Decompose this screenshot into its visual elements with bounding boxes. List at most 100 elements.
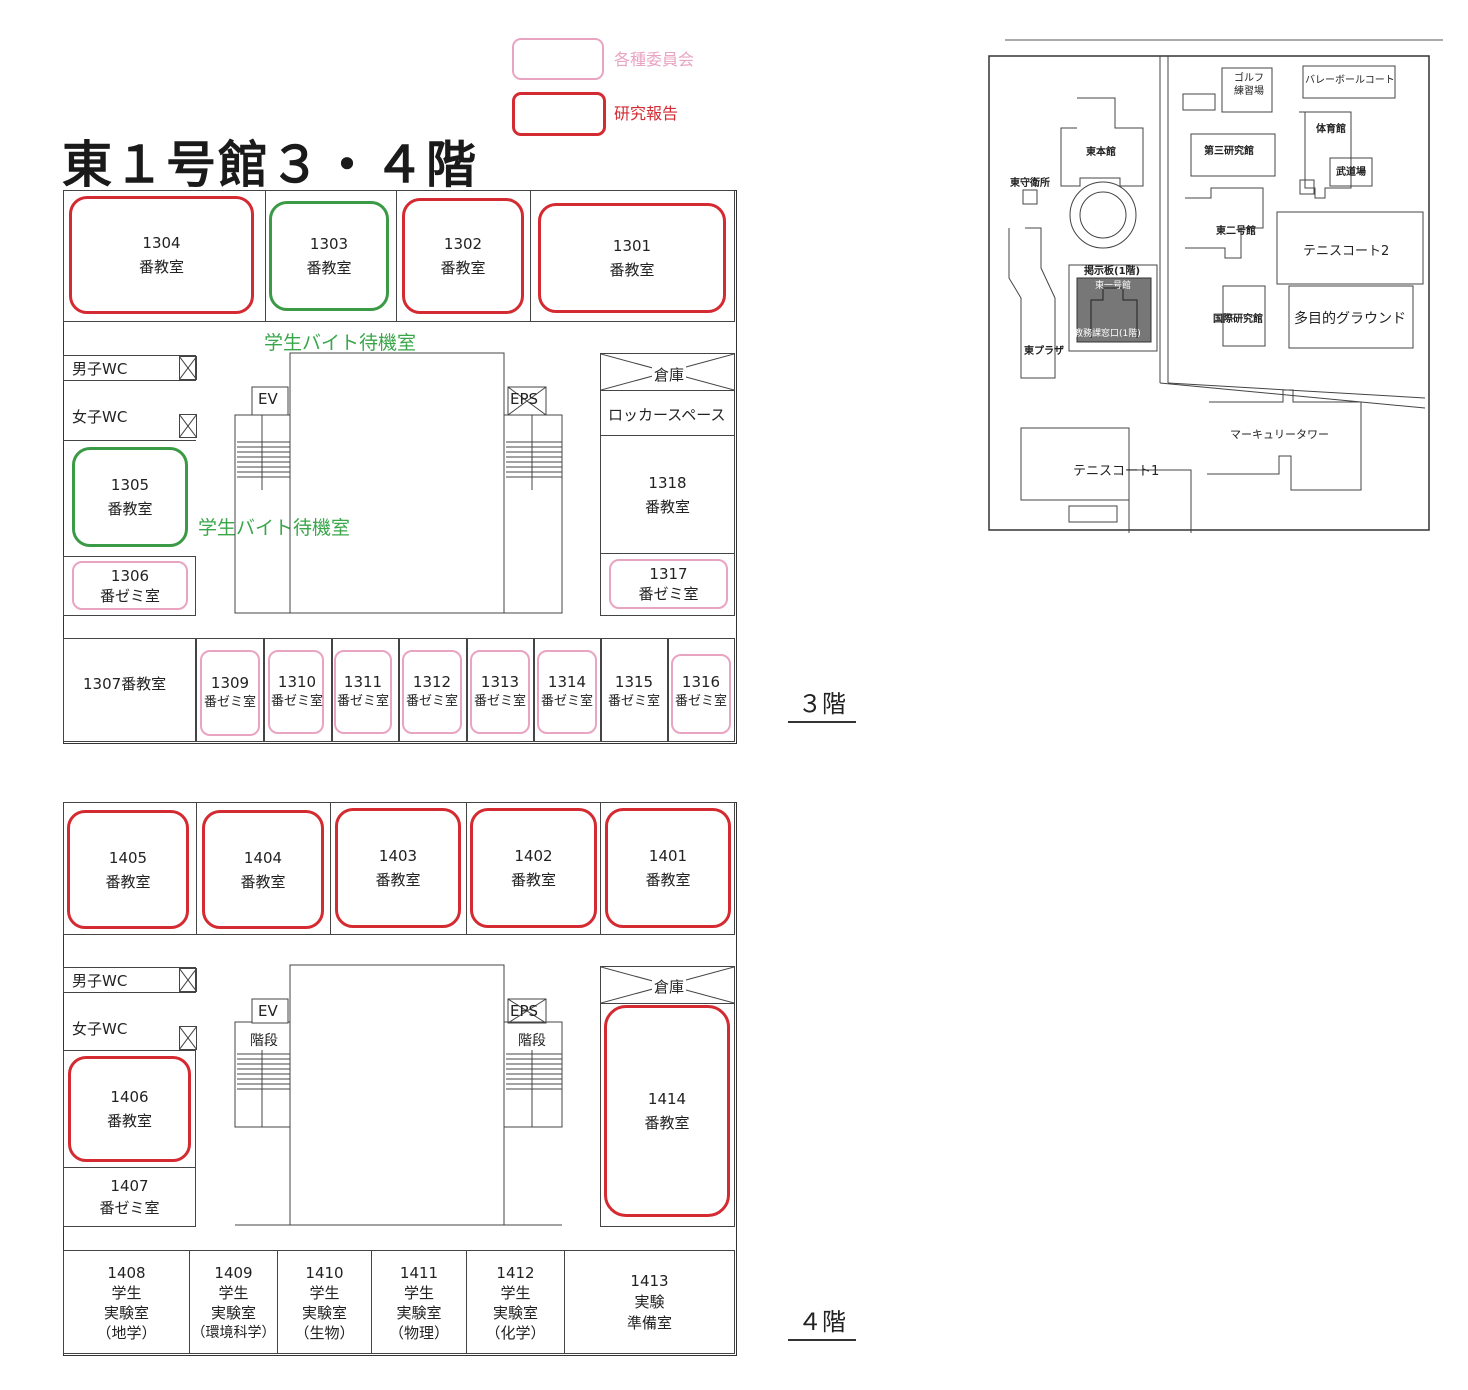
committee-highlight-1306 [72,561,188,610]
legend-research-label: 研究報告 [614,104,679,123]
map-lab3: 第三研究館 [1204,146,1254,157]
research-highlight-1403 [335,808,461,928]
stairs-left-label: 階段 [250,1030,278,1050]
cell-1414 [600,1003,735,1227]
shaft-x-icon [179,1026,197,1050]
female-wc-label: 女子WC [72,408,128,426]
map-tennis2: テニスコート2 [1303,244,1390,259]
male-wc-cell [63,355,196,381]
female-wc-label: 女子WC [72,1020,128,1038]
map-tennis1: テニスコート1 [1073,464,1160,479]
floor-3-core [234,352,563,614]
map-plaza: 東プラザ [1024,346,1064,357]
map-office: 教務課窓口(1階) [1074,329,1141,339]
wait-room-highlight-1303 [269,201,389,311]
cell-1412 [466,1250,565,1354]
floor-4-tag: ４階 [788,1302,856,1341]
cell-1307 [63,638,196,742]
research-highlight-1406 [68,1056,191,1162]
legend-committee-label: 各種委員会 [614,50,695,69]
male-wc-label: 男子WC [72,360,128,378]
shaft-x-icon [179,968,197,992]
research-highlight-1304 [69,196,254,314]
cell-1306 [63,556,196,616]
cell-1313 [467,638,534,742]
floor-4-core [234,964,563,1226]
map-mercury: マーキュリータワー [1230,428,1329,441]
committee-highlight-1310 [268,650,324,734]
elevator-label: EV [258,1002,278,1020]
cell-1301 [530,190,735,322]
storage-label: 倉庫 [652,364,687,385]
cell-1401 [600,802,735,935]
research-highlight-1404 [202,810,324,929]
map-intl: 国際研究館 [1213,314,1263,325]
map-budo: 武道場 [1336,167,1366,178]
wait-room-label-mid: 学生バイト待機室 [198,517,351,539]
committee-highlight-1316 [671,654,731,734]
committee-highlight-1309 [200,650,260,736]
floor-4-outline [63,802,737,1356]
research-highlight-1401 [605,808,731,928]
map-golf: ゴルフ練習場 [1234,73,1264,97]
committee-highlight-1314 [537,650,597,734]
map-east2: 東二号館 [1216,226,1256,237]
campus-map-drawing [988,39,1443,533]
research-highlight-1301 [538,203,726,313]
map-gym: 体育館 [1316,124,1346,135]
page-title: 東１号館３・４階 [62,136,478,194]
shaft-x-icon [179,414,197,438]
divider [63,440,196,441]
map-volleyball: バレーボールコート [1305,75,1395,86]
legend-research-swatch [512,92,606,136]
research-highlight-1405 [67,810,189,929]
wait-room-highlight-1305 [72,447,188,547]
legend-committee-swatch [512,38,604,80]
research-highlight-1402 [470,808,597,928]
locker-label: ロッカースペース [608,406,726,424]
cell-1312 [399,638,467,742]
committee-highlight-1313 [470,650,530,734]
stairs-right-label: 階段 [518,1030,546,1050]
map-ground: 多目的グラウンド [1294,311,1406,327]
room-1307: 1307番教室 [83,675,167,693]
cell-1407 [63,1167,196,1227]
research-highlight-1414 [604,1005,730,1217]
male-wc-cell [63,967,196,993]
eps-label: EPS [510,1002,539,1020]
shaft-x-icon [179,356,197,380]
cell-1309 [196,638,264,742]
research-highlight-1302 [402,198,524,314]
cell-1310 [264,638,332,742]
map-board: 掲示板(1階) [1084,266,1141,277]
wait-room-label-top: 学生バイト待機室 [264,332,417,354]
eps-label: EPS [510,390,539,408]
cell-1317 [600,553,735,616]
